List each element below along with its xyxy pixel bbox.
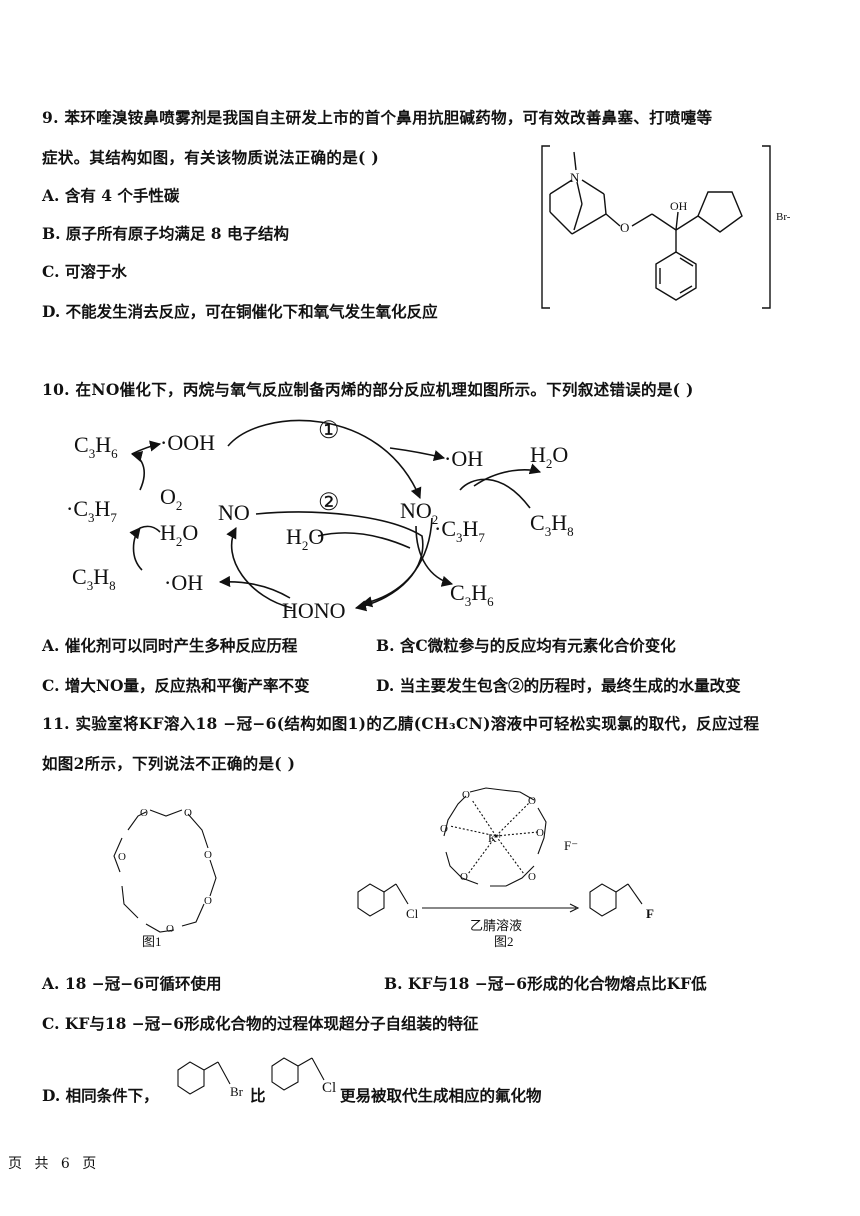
crown-o-d: O bbox=[536, 827, 544, 839]
q10-option-c: C. 增大NO量，反应热和平衡产率不变 bbox=[42, 676, 310, 695]
q10-step1-label: ① bbox=[318, 418, 340, 444]
q10-c3h8-right: C3H8 bbox=[530, 510, 574, 539]
q11-option-d-prefix: D. 相同条件下， bbox=[42, 1086, 159, 1105]
q11-solvent-label: 乙腈溶液 bbox=[470, 918, 522, 933]
q11-stem-line1: 11. 实验室将KF溶入18 −冠−6(结构如图1)的乙腈(CH₃CN)溶液中可… bbox=[42, 714, 760, 733]
crown-o-e: O bbox=[460, 871, 468, 883]
q9-oh-label: OH bbox=[670, 199, 688, 213]
crown-o-6: O bbox=[118, 851, 126, 863]
q10-c3h7-left: ·C3H7 bbox=[66, 496, 117, 525]
page-footer: 页 共 6 页 bbox=[8, 1156, 101, 1172]
q11-f-label: F bbox=[646, 906, 654, 921]
q11-fig1-caption: 图1 bbox=[142, 934, 162, 949]
q10-option-d: D. 当主要发生包含②的历程时，最终生成的水量改变 bbox=[376, 676, 741, 695]
crown-o-5: O bbox=[166, 923, 174, 935]
q11-option-c: C. KF与18 −冠−6形成化合物的过程体现超分子自组装的特征 bbox=[42, 1014, 479, 1033]
q9-counterion: Br- bbox=[776, 211, 791, 223]
q11-figure1-crown-ether: O O O O O O 图1 bbox=[113, 807, 217, 949]
crown-k-label: K⁺ bbox=[488, 831, 503, 845]
q10-c3h6-bottom: C3H6 bbox=[450, 580, 494, 609]
q11-option-d-benzyl-chloride: Cl bbox=[271, 1057, 336, 1096]
q11-option-d-benzyl-bromide: Br bbox=[177, 1061, 244, 1099]
q10-oh-right: ·OH bbox=[444, 446, 483, 471]
q10-c3h6-top: C3H6 bbox=[74, 432, 118, 461]
q9-structure: N O OH Br- bbox=[541, 145, 791, 309]
q10-c3h7-right: ·C3H7 bbox=[434, 516, 485, 545]
crown-o-2: O bbox=[184, 807, 192, 819]
crown-o-a: O bbox=[462, 789, 470, 801]
q11-option-d-mid: 比 bbox=[250, 1086, 266, 1105]
q11-option-d-suffix: 更易被取代生成相应的氟化物 bbox=[340, 1086, 542, 1105]
crown-o-4: O bbox=[204, 895, 212, 907]
q9-o-label: O bbox=[620, 220, 629, 235]
crown-o-f: O bbox=[528, 871, 536, 883]
q11-stem-line2: 如图2所示，下列说法不正确的是( ) bbox=[42, 754, 296, 773]
q9-stem-line2: 症状。其结构如图，有关该物质说法正确的是( ) bbox=[42, 148, 379, 167]
q9-option-a: A. 含有 4 个手性碳 bbox=[42, 186, 180, 205]
q11-optd-br: Br bbox=[230, 1084, 244, 1099]
q10-step2-label: ② bbox=[318, 490, 340, 516]
q10-hono: HONO bbox=[282, 598, 346, 623]
q10-no: NO bbox=[218, 500, 250, 525]
q9-stem-line1: 9. 苯环喹溴铵鼻喷雾剂是我国自主研发上市的首个鼻用抗胆碱药物，可有效改善鼻塞、… bbox=[42, 108, 713, 127]
q10-stem: 10. 在NO催化下，丙烷与氧气反应制备丙烯的部分反应机理如图所示。下列叙述错误… bbox=[42, 380, 694, 399]
crown-o-c: O bbox=[440, 823, 448, 835]
q9-option-d: D. 不能发生消去反应，可在铜催化下和氧气发生氧化反应 bbox=[42, 302, 438, 321]
q11-option-a: A. 18 −冠−6可循环使用 bbox=[42, 974, 222, 993]
q10-oh-left: ·OH bbox=[164, 570, 203, 595]
q10-option-a: A. 催化剂可以同时产生多种反应历程 bbox=[42, 636, 298, 655]
q11-option-b: B. KF与18 −冠−6形成的化合物熔点比KF低 bbox=[384, 974, 707, 993]
q11-f-minus: F⁻ bbox=[564, 838, 578, 853]
q10-o2: O2 bbox=[160, 484, 182, 513]
q10-h2o-left: H2O bbox=[160, 520, 198, 549]
q9-option-b: B. 原子所有原子均满足 8 电子结构 bbox=[42, 224, 289, 243]
crown-o-3: O bbox=[204, 849, 212, 861]
q10-mechanism-diagram: ① ② C3H6 ·OOH ·C3H7 O2 NO H2O C3H8 ·OH H… bbox=[66, 418, 574, 623]
q10-ooh: ·OOH bbox=[160, 430, 215, 455]
q9-option-c: C. 可溶于水 bbox=[42, 262, 127, 281]
q11-optd-cl: Cl bbox=[322, 1080, 336, 1096]
q10-h2o-mid: H2O bbox=[286, 524, 324, 553]
q10-h2o-right: H2O bbox=[530, 442, 568, 471]
q10-option-b: B. 含C微粒参与的反应均有元素化合价变化 bbox=[376, 636, 676, 655]
crown-o-1: O bbox=[140, 807, 148, 819]
q11-figure2-reaction: K⁺ O O O O O O F⁻ Cl 乙腈溶液 F 图2 bbox=[357, 787, 654, 949]
q10-no2: NO2 bbox=[400, 498, 438, 527]
q10-c3h8-left: C3H8 bbox=[72, 564, 116, 593]
crown-o-b: O bbox=[528, 795, 536, 807]
q9-n-label: N bbox=[570, 170, 580, 185]
q11-fig2-caption: 图2 bbox=[494, 934, 514, 949]
q11-cl-label: Cl bbox=[406, 906, 419, 921]
